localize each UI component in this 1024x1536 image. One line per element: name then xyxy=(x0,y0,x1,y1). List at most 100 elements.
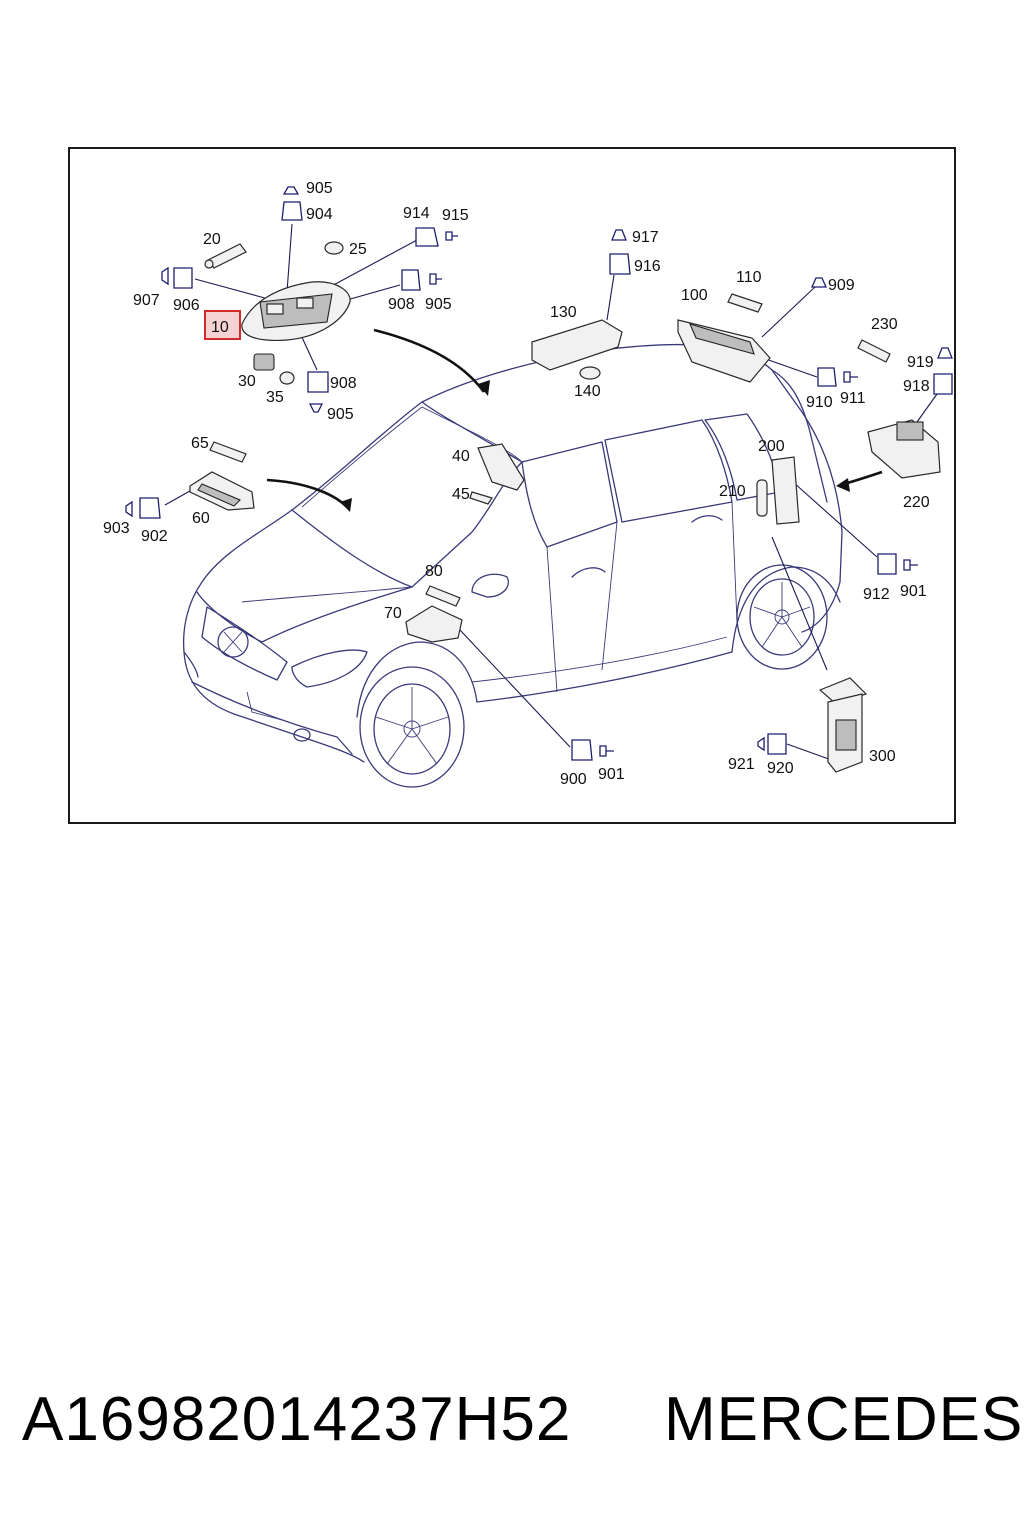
terminal-icon xyxy=(937,347,953,359)
callout-901[interactable]: 901 xyxy=(900,583,927,600)
terminal-icon xyxy=(125,500,133,518)
bulb-140[interactable] xyxy=(579,366,601,380)
callout-911[interactable]: 911 xyxy=(840,390,866,407)
assembly-arrows xyxy=(266,328,883,512)
callout-65[interactable]: 65 xyxy=(191,435,209,452)
bulb-20[interactable] xyxy=(204,243,247,269)
callout-35[interactable]: 35 xyxy=(266,389,284,406)
callout-906[interactable]: 906 xyxy=(173,297,200,314)
callout-918[interactable]: 918 xyxy=(903,378,930,395)
callout-20[interactable]: 20 xyxy=(203,231,221,248)
callout-220[interactable]: 220 xyxy=(903,494,930,511)
bulb-230[interactable] xyxy=(857,339,891,363)
bulb-25[interactable] xyxy=(324,241,344,255)
parts xyxy=(189,241,941,773)
brand-name: MERCEDES xyxy=(664,1385,1024,1454)
bulb-210[interactable] xyxy=(756,479,768,517)
callout-900[interactable]: 900 xyxy=(560,771,587,788)
switch-30[interactable] xyxy=(253,353,275,371)
callout-40[interactable]: 40 xyxy=(452,448,470,465)
connector-icon xyxy=(571,739,593,761)
highlight-box xyxy=(204,310,241,340)
callout-200[interactable]: 200 xyxy=(758,438,785,455)
callout-80[interactable]: 80 xyxy=(425,563,443,580)
callout-912[interactable]: 912 xyxy=(863,586,890,603)
callout-100[interactable]: 100 xyxy=(681,287,708,304)
lamp-130[interactable] xyxy=(531,319,623,371)
callout-30[interactable]: 30 xyxy=(238,373,256,390)
callout-905[interactable]: 905 xyxy=(306,180,333,197)
callout-70[interactable]: 70 xyxy=(384,605,402,622)
callout-140[interactable]: 140 xyxy=(574,383,601,400)
lamp-40[interactable] xyxy=(477,443,525,491)
callout-914[interactable]: 914 xyxy=(403,205,430,222)
bulb-110[interactable] xyxy=(727,293,763,313)
terminal-icon xyxy=(810,277,828,288)
connector-icon xyxy=(139,497,161,519)
leader-lines xyxy=(164,223,938,763)
terminal-icon xyxy=(757,736,765,752)
callout-45[interactable]: 45 xyxy=(452,486,470,503)
terminal-icon xyxy=(445,231,458,241)
connector-icon xyxy=(173,267,193,289)
callout-210[interactable]: 210 xyxy=(719,483,746,500)
terminal-icon xyxy=(611,229,627,241)
callout-905[interactable]: 905 xyxy=(425,296,452,313)
callout-910[interactable]: 910 xyxy=(806,394,833,411)
callout-130[interactable]: 130 xyxy=(550,304,577,321)
callout-908[interactable]: 908 xyxy=(330,375,357,392)
bulb-65[interactable] xyxy=(209,441,247,463)
callout-highlighted[interactable]: 10 xyxy=(211,319,229,336)
callout-902[interactable]: 902 xyxy=(141,528,168,545)
lamp-60[interactable] xyxy=(189,471,255,511)
interior-light-unit-10[interactable] xyxy=(241,281,351,342)
connector-symbols xyxy=(125,186,953,761)
connector-icon xyxy=(609,253,631,275)
bulb-80[interactable] xyxy=(425,585,461,607)
terminal-icon xyxy=(843,371,858,383)
callout-901[interactable]: 901 xyxy=(598,766,625,783)
callout-904[interactable]: 904 xyxy=(306,206,333,223)
car-illustration xyxy=(182,343,843,788)
callout-907[interactable]: 907 xyxy=(133,292,160,309)
terminal-icon xyxy=(903,559,918,571)
callout-905[interactable]: 905 xyxy=(327,406,354,423)
lamp-200[interactable] xyxy=(771,456,800,525)
connector-icon xyxy=(877,553,897,575)
callout-909[interactable]: 909 xyxy=(828,277,855,294)
terminal-icon xyxy=(282,186,300,195)
callout-921[interactable]: 921 xyxy=(728,756,755,773)
glovebox-light-220[interactable] xyxy=(867,419,941,479)
connector-icon xyxy=(281,201,303,221)
lamp-70[interactable] xyxy=(405,605,463,643)
callout-230[interactable]: 230 xyxy=(871,316,898,333)
callout-917[interactable]: 917 xyxy=(632,229,659,246)
footer: A16982014237H52 MERCEDES xyxy=(0,1384,1024,1464)
callout-920[interactable]: 920 xyxy=(767,760,794,777)
terminal-icon xyxy=(429,273,442,285)
connector-icon xyxy=(307,371,329,393)
socket-300[interactable] xyxy=(818,677,868,773)
callout-labels: 10 905 904 914 915 20 25 907 906 908 905… xyxy=(103,180,934,788)
parts-diagram: 10 905 904 914 915 20 25 907 906 908 905… xyxy=(103,180,953,788)
bulb-35[interactable] xyxy=(279,371,295,385)
callout-110[interactable]: 110 xyxy=(736,269,762,286)
callout-903[interactable]: 903 xyxy=(103,520,130,537)
callout-908[interactable]: 908 xyxy=(388,296,415,313)
callout-60[interactable]: 60 xyxy=(192,510,210,527)
connector-icon xyxy=(415,227,439,247)
terminal-icon xyxy=(599,745,614,757)
connector-icon xyxy=(401,269,421,291)
callout-300[interactable]: 300 xyxy=(869,748,896,765)
connector-icon xyxy=(933,373,953,395)
callout-919[interactable]: 919 xyxy=(907,354,934,371)
callout-916[interactable]: 916 xyxy=(634,258,661,275)
connector-icon xyxy=(817,367,837,387)
parts-diagram-frame: 10 905 904 914 915 20 25 907 906 908 905… xyxy=(68,147,956,824)
terminal-icon xyxy=(308,403,324,413)
callout-915[interactable]: 915 xyxy=(442,207,469,224)
bulb-45[interactable] xyxy=(469,491,493,505)
connector-icon xyxy=(767,733,787,755)
callout-25[interactable]: 25 xyxy=(349,241,367,258)
lamp-housing-100[interactable] xyxy=(677,319,771,383)
